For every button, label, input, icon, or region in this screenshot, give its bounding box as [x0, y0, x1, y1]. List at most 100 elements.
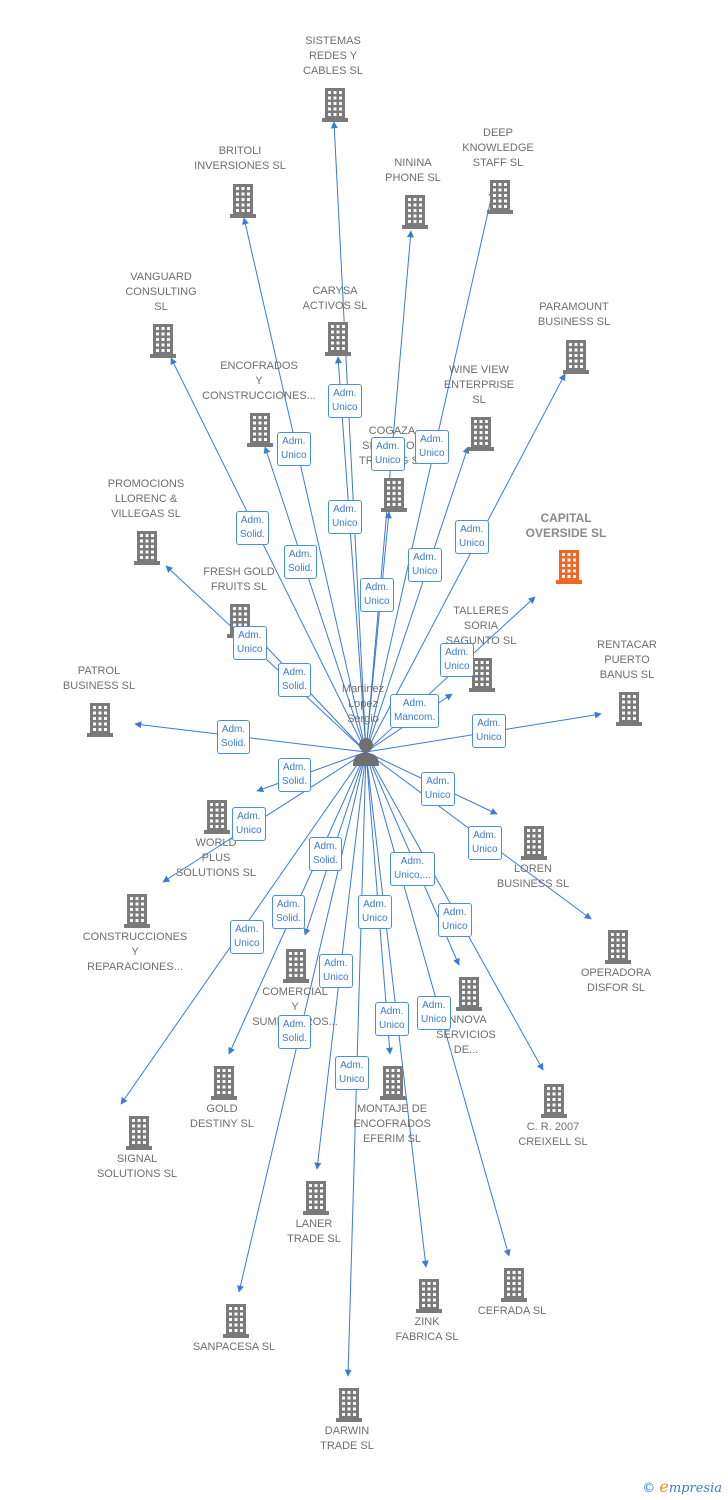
company-name: INNOVA SERVICIOS DE...	[436, 1014, 496, 1056]
role-badge-innova: Adm. Unico,...	[390, 852, 435, 886]
building-icon	[132, 529, 162, 565]
company-name: WORLD PLUS SOLUTIONS SL	[175, 837, 257, 879]
building-icon	[85, 701, 115, 737]
role-badge-deep: Adm. Unico	[415, 430, 449, 464]
building-icon	[122, 892, 152, 928]
role-badge-patrol: Adm. Solid.	[217, 720, 251, 754]
company-name: CEFRADA SL	[477, 1305, 547, 1317]
building-icon	[561, 338, 591, 374]
role-badge-operadora: Adm. Unico	[468, 826, 502, 860]
company-name: WINE VIEW ENTERPRISE SL	[443, 364, 515, 406]
edge-wineview	[365, 446, 470, 753]
building-icon	[614, 690, 644, 726]
company-name: C. R. 2007 CREIXELL SL	[518, 1121, 588, 1148]
role-badge-paramount: Adm. Unico	[455, 520, 489, 554]
role-badge-sistemas: Adm. Unico	[328, 384, 362, 418]
building-icon	[148, 322, 178, 358]
person-name: Martinez Lopez Sergio	[341, 683, 385, 725]
company-name: CARYSA ACTIVOS SL	[302, 285, 368, 312]
building-icon	[323, 320, 353, 356]
building-icon	[414, 1277, 444, 1313]
building-icon	[245, 411, 275, 447]
building-icon	[228, 182, 258, 218]
company-name: SANPACESA SL	[192, 1341, 276, 1353]
company-name: VANGUARD CONSULTING SL	[125, 271, 197, 313]
company-name: SIGNAL SOLUTIONS SL	[96, 1153, 178, 1180]
role-badge-darwin: Adm. Unico	[335, 1056, 369, 1090]
building-icon	[400, 193, 430, 229]
role-badge-cefrada: Adm. Unico	[417, 996, 451, 1030]
company-name: PROMOCIONS LLORENC & VILLEGAS SL	[107, 478, 185, 520]
building-icon	[554, 548, 584, 584]
company-name: DARWIN TRADE SL	[320, 1425, 374, 1452]
edge-cogaza	[365, 511, 392, 753]
copyright-symbol: ©	[642, 1481, 656, 1496]
company-name: RENTACAR PUERTO BANUS SL	[597, 639, 657, 681]
building-icon	[301, 1179, 331, 1215]
company-name: ZINK FABRICA SL	[395, 1316, 459, 1343]
company-name: TALLERES SORIA SAGUNTO SL	[445, 605, 517, 647]
footer-brand[interactable]: © empresia	[642, 1477, 722, 1496]
building-icon	[499, 1266, 529, 1302]
edge-vanguard	[170, 357, 367, 753]
person-icon	[353, 738, 379, 766]
role-badge-worldplus: Adm. Solid.	[278, 758, 312, 792]
edge-britoli	[241, 217, 367, 753]
building-icon	[467, 656, 497, 692]
company-name: PATROL BUSINESS SL	[62, 665, 136, 692]
building-icon	[519, 824, 549, 860]
brand-name: mpresia	[668, 1481, 722, 1496]
brand-initial: e	[659, 1477, 669, 1496]
role-badge-talleres: Adm. Mancom.	[390, 694, 440, 728]
role-badge-carysa: Adm. Unico	[371, 437, 405, 471]
role-badge-montaje: Adm. Unico	[358, 895, 392, 929]
company-name: ENCOFRADOS Y CONSTRUCCIONES...	[202, 360, 316, 402]
company-name: GOLD DESTINY SL	[190, 1103, 254, 1130]
role-badge-construcciones: Adm. Unico	[232, 807, 266, 841]
company-name: LANER TRADE SL	[287, 1218, 341, 1245]
role-badge-britoli: Adm. Unico	[277, 432, 311, 466]
company-name: FRESH GOLD FRUITS SL	[203, 566, 275, 593]
edge-worldplus	[256, 751, 367, 793]
role-badge-sanpacesa: Adm. Solid.	[278, 1015, 312, 1049]
building-icon	[454, 975, 484, 1011]
company-name: PARAMOUNT BUSINESS SL	[537, 301, 611, 328]
company-name: LOREN BUSINESS SL	[496, 863, 570, 890]
company-name: BRITOLI INVERSIONES SL	[194, 145, 286, 172]
edge-deep	[365, 189, 496, 753]
company-name: SISTEMAS REDES Y CABLES SL	[303, 35, 363, 77]
role-badge-freshgold: Adm. Solid.	[278, 663, 312, 697]
building-icon	[334, 1386, 364, 1422]
edge-freshgold	[257, 637, 367, 753]
role-badge-capital: Adm. Unico	[440, 643, 474, 677]
building-icon	[320, 86, 350, 122]
company-name: CAPITAL OVERSIDE SL	[525, 511, 607, 540]
edge-patrol	[134, 721, 367, 753]
role-badge-signal: Adm. Unico	[230, 920, 264, 954]
edge-carysa	[334, 356, 367, 753]
building-icon	[124, 1114, 154, 1150]
building-icon	[202, 798, 232, 834]
building-icon	[221, 1302, 251, 1338]
role-badge-creixell: Adm. Unico	[438, 903, 472, 937]
role-badge-rentacar: Adm. Unico	[472, 714, 506, 748]
building-icon	[485, 178, 515, 214]
edge-encofrados	[263, 446, 367, 753]
role-badge-cogaza: Adm. Unico	[360, 578, 394, 612]
building-icon	[378, 1064, 408, 1100]
role-badge-promocions: Adm. Unico	[233, 626, 267, 660]
company-name: OPERADORA DISFOR SL	[580, 967, 652, 994]
role-badge-vanguard: Adm. Solid.	[236, 511, 270, 545]
role-badge-golddestiny: Adm. Solid.	[272, 895, 306, 929]
building-icon	[466, 415, 496, 451]
company-name: MONTAJE DE ENCOFRADOS EFERIM SL	[353, 1103, 431, 1145]
role-badge-ninina: Adm. Unico	[328, 500, 362, 534]
role-badge-laner: Adm. Unico	[319, 954, 353, 988]
role-badge-zink: Adm. Unico	[375, 1002, 409, 1036]
edge-paramount	[365, 373, 566, 753]
edge-sistemas	[330, 121, 367, 753]
company-name: NININA PHONE SL	[385, 157, 441, 184]
role-badge-comercial: Adm. Solid.	[309, 837, 343, 871]
building-icon	[539, 1082, 569, 1118]
role-badge-loren: Adm. Unico	[421, 772, 455, 806]
